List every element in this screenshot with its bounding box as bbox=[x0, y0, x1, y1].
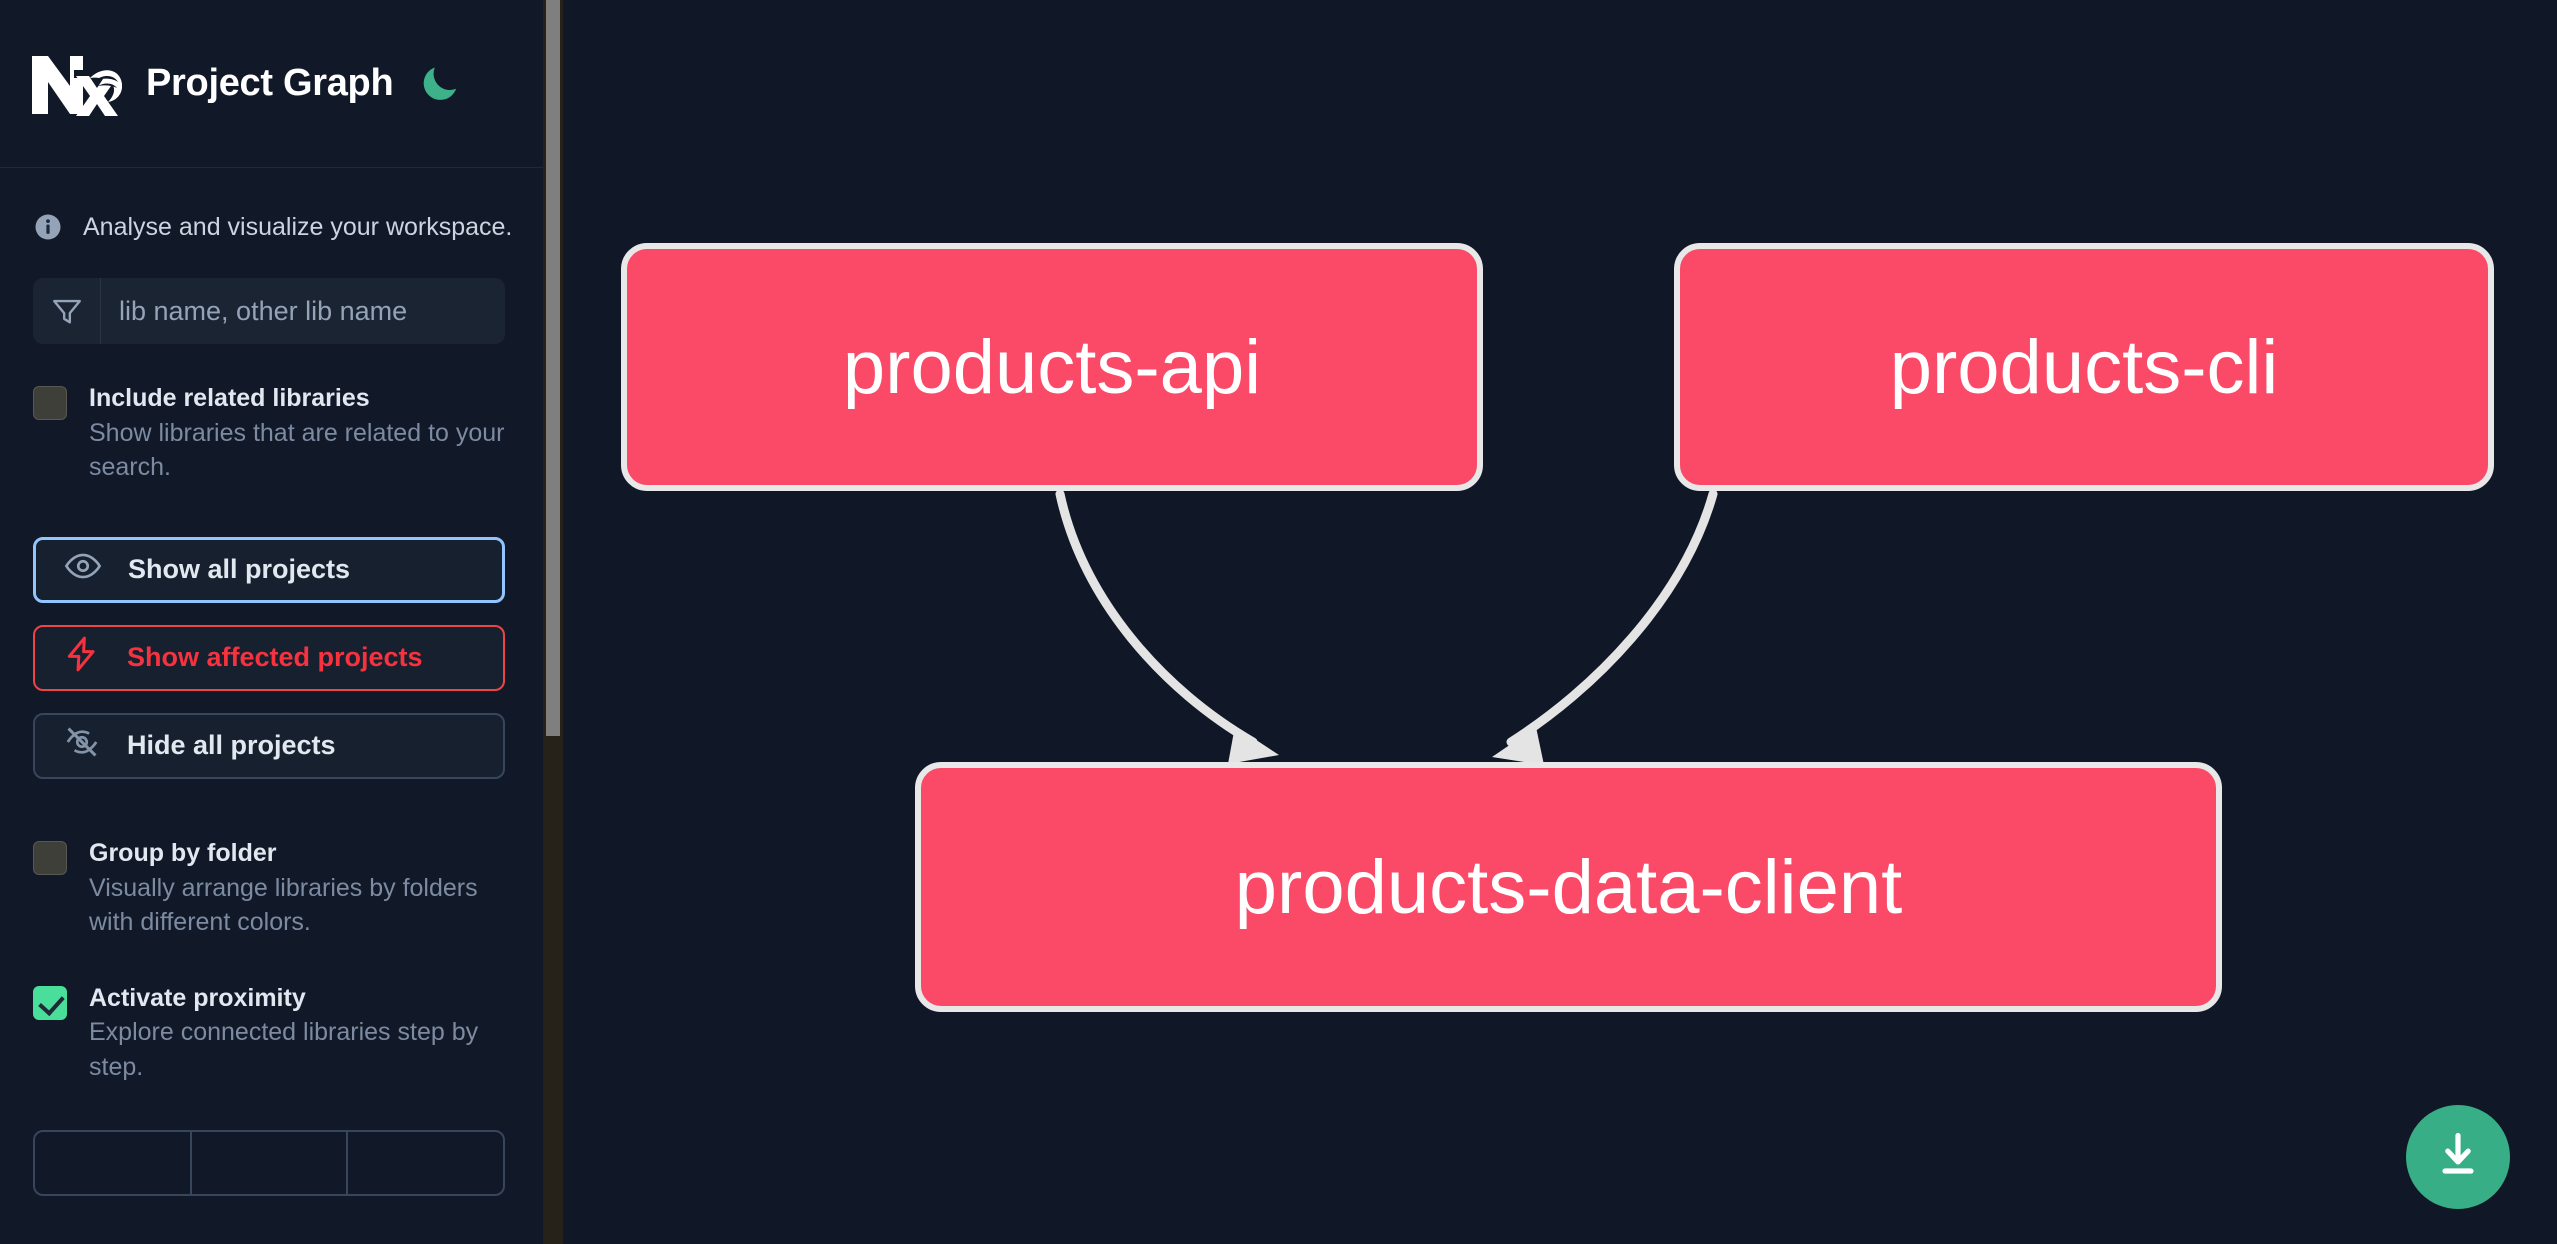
filter-section bbox=[0, 242, 543, 344]
nx-logo-icon bbox=[30, 50, 123, 118]
checkbox-include-related-libraries-description: Show libraries that are related to your … bbox=[89, 418, 505, 482]
show-all-projects-label: Show all projects bbox=[128, 554, 351, 585]
edge-arrowhead-products-cli bbox=[1492, 727, 1544, 765]
sidebar: Project Graph Analyse and visualize your… bbox=[0, 0, 563, 1244]
proximity-segment-2[interactable] bbox=[192, 1132, 349, 1195]
eye-icon bbox=[64, 547, 102, 592]
sidebar-scroll-area: Project Graph Analyse and visualize your… bbox=[0, 0, 543, 1244]
checkbox-include-related-libraries-box[interactable] bbox=[33, 386, 67, 420]
checkbox-activate-proximity[interactable]: Activate proximity Explore connected lib… bbox=[0, 940, 543, 1085]
checkbox-group-by-folder[interactable]: Group by folder Visually arrange librari… bbox=[0, 779, 543, 940]
graph-node-products-data-client[interactable]: products-data-client bbox=[915, 762, 2222, 1012]
checkbox-group-by-folder-description: Visually arrange libraries by folders wi… bbox=[89, 873, 478, 937]
edge-products-api-to-products-data-client bbox=[1055, 489, 1258, 747]
filter-funnel-icon bbox=[33, 278, 101, 344]
edge-arrowhead-products-api bbox=[1228, 726, 1279, 764]
graph-canvas[interactable]: products-api products-cli products-data-… bbox=[563, 0, 2557, 1244]
graph-node-products-api-label: products-api bbox=[842, 324, 1262, 410]
sidebar-scrollbar-track[interactable] bbox=[543, 0, 563, 1244]
info-icon bbox=[33, 212, 63, 242]
proximity-segmented-control[interactable] bbox=[0, 1084, 543, 1197]
show-affected-projects-button[interactable]: Show affected projects bbox=[33, 624, 505, 691]
graph-node-products-data-client-label: products-data-client bbox=[1234, 844, 1903, 930]
checkbox-activate-proximity-label: Activate proximity bbox=[89, 983, 306, 1012]
search-input[interactable] bbox=[101, 278, 505, 344]
hide-all-projects-button[interactable]: Hide all projects bbox=[33, 712, 505, 779]
moon-icon[interactable] bbox=[417, 61, 463, 107]
sidebar-scrollbar-thumb[interactable] bbox=[546, 0, 560, 736]
graph-node-products-cli-label: products-cli bbox=[1889, 324, 2279, 410]
eye-off-icon bbox=[63, 723, 101, 768]
download-icon bbox=[2432, 1129, 2484, 1186]
checkbox-include-related-libraries[interactable]: Include related libraries Show libraries… bbox=[0, 344, 543, 485]
edge-products-cli-to-products-data-client bbox=[1506, 489, 1718, 747]
show-affected-projects-label: Show affected projects bbox=[127, 642, 423, 673]
checkbox-group-by-folder-label: Group by folder bbox=[89, 838, 277, 867]
show-all-projects-button[interactable]: Show all projects bbox=[33, 536, 505, 603]
checkbox-activate-proximity-description: Explore connected libraries step by step… bbox=[89, 1018, 479, 1081]
hide-all-projects-label: Hide all projects bbox=[127, 730, 336, 761]
graph-node-products-cli[interactable]: products-cli bbox=[1674, 243, 2494, 491]
sidebar-header: Project Graph bbox=[0, 0, 543, 168]
search-input-wrapper[interactable] bbox=[33, 278, 505, 344]
proximity-segment-3[interactable] bbox=[348, 1132, 503, 1194]
proximity-segment-1[interactable] bbox=[35, 1132, 192, 1195]
tagline-text: Analyse and visualize your workspace. bbox=[83, 212, 513, 241]
visibility-button-group: Show all projects Show affected projects bbox=[0, 485, 543, 779]
lightning-bolt-icon bbox=[63, 635, 101, 680]
workspace-tagline: Analyse and visualize your workspace. bbox=[0, 168, 543, 242]
checkbox-include-related-libraries-label: Include related libraries bbox=[89, 384, 370, 412]
graph-edges bbox=[1055, 489, 1718, 765]
checkbox-activate-proximity-box[interactable] bbox=[33, 985, 67, 1020]
page-title: Project Graph bbox=[146, 62, 394, 104]
download-graph-button[interactable] bbox=[2406, 1105, 2510, 1209]
graph-node-products-api[interactable]: products-api bbox=[621, 243, 1483, 491]
checkbox-group-by-folder-box[interactable] bbox=[33, 840, 67, 875]
